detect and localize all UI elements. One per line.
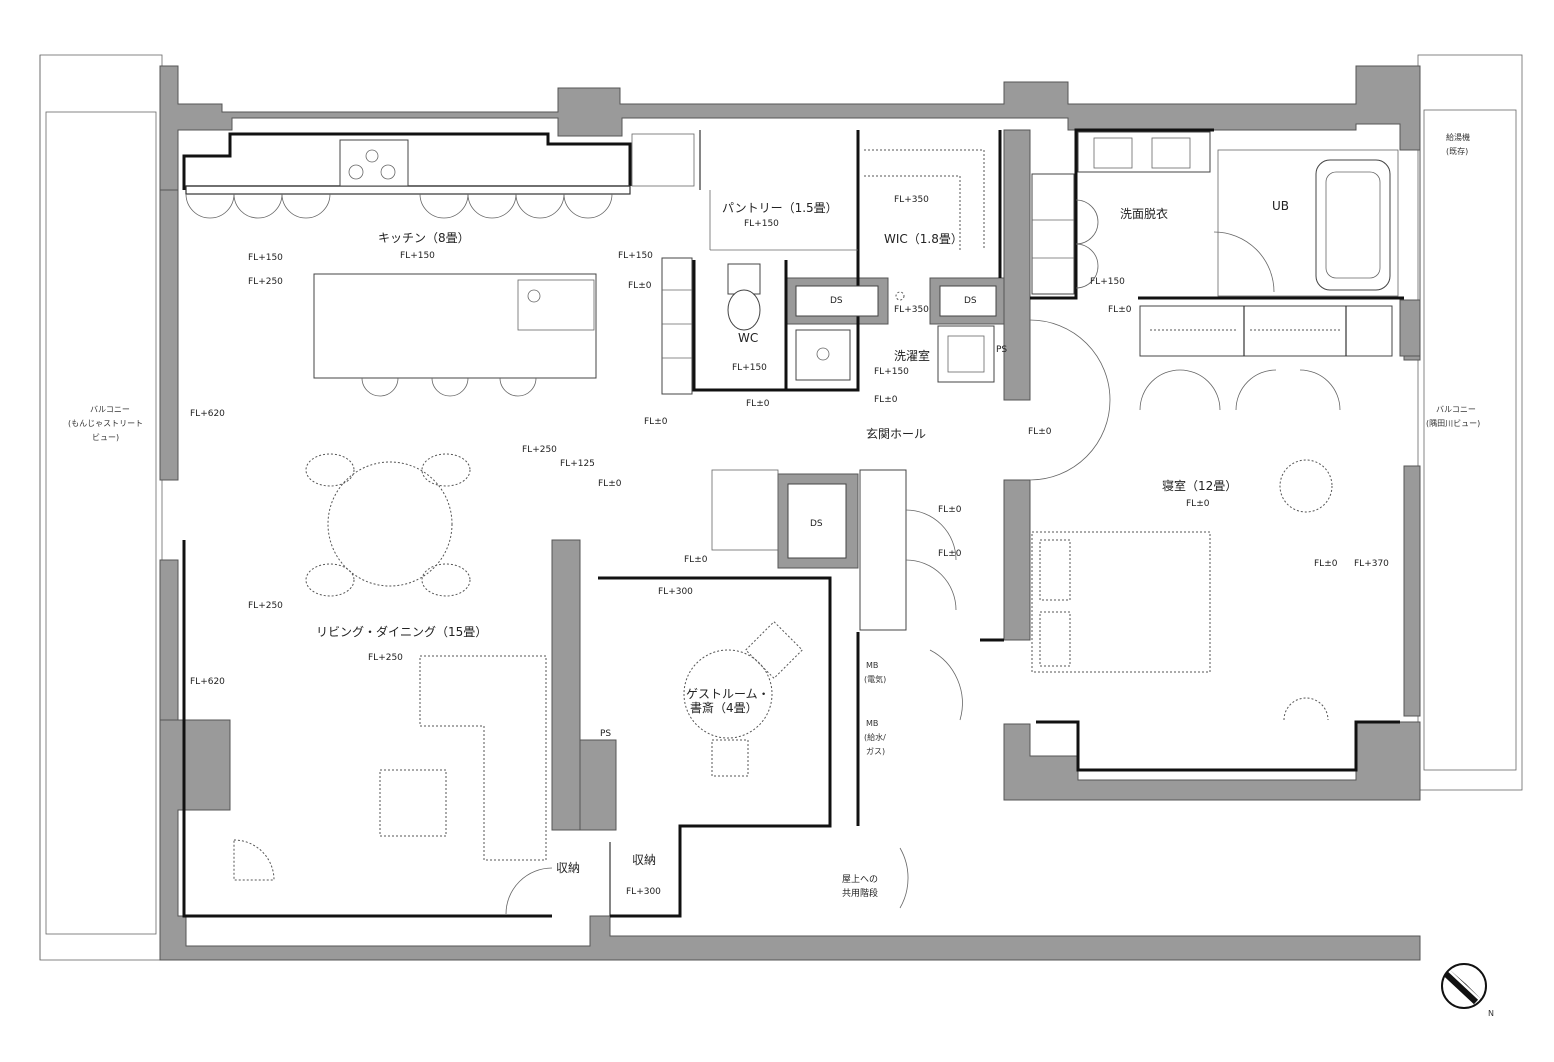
level-fl125: FL+125 bbox=[560, 459, 595, 469]
level-bedroom-right: FL±0 bbox=[1314, 559, 1338, 569]
level-balcony-east: FL+370 bbox=[1354, 559, 1389, 569]
room-label-ub: UB bbox=[1272, 199, 1289, 213]
washroom-fixtures bbox=[1031, 131, 1211, 295]
unit-bath bbox=[1213, 149, 1399, 297]
interior-partitions bbox=[182, 128, 1404, 918]
water-heater-2: (既存) bbox=[1446, 146, 1468, 156]
tag-ps-2: PS bbox=[600, 729, 611, 739]
room-label-wic: WIC（1.8畳） bbox=[884, 232, 963, 246]
tag-ds-1: DS bbox=[830, 296, 843, 306]
balcony-east bbox=[1417, 54, 1523, 791]
entrance-door bbox=[1029, 319, 1111, 481]
misc-doors bbox=[505, 649, 963, 915]
level-hall-right: FL±0 bbox=[1028, 427, 1052, 437]
tag-mb-2a: MB bbox=[866, 719, 878, 728]
room-label-bedroom: 寝室（12畳） bbox=[1162, 478, 1237, 493]
level-closet-a: FL±0 bbox=[938, 505, 962, 515]
living-sofa bbox=[233, 655, 547, 881]
balcony-west bbox=[39, 54, 163, 961]
room-label-entrance-hall: 玄関ホール bbox=[866, 426, 926, 441]
room-label-living: リビング・ダイニング（15畳） bbox=[316, 624, 487, 639]
room-label-guest-1: ゲストルーム・ bbox=[686, 687, 770, 701]
room-label-kitchen: キッチン（8畳） bbox=[378, 231, 470, 245]
kitchen-counter bbox=[185, 139, 631, 379]
balcony-west-1: バルコニー bbox=[90, 405, 130, 414]
level-living-center: FL+250 bbox=[368, 653, 403, 663]
ds-shafts bbox=[787, 285, 997, 559]
level-washroom-door: FL±0 bbox=[1108, 305, 1132, 315]
level-wic-top: FL+350 bbox=[894, 195, 929, 205]
level-washroom-top: FL+150 bbox=[1090, 277, 1125, 287]
level-guest-room: FL+300 bbox=[658, 587, 693, 597]
balcony-west-2: (もんじゃストリート bbox=[68, 419, 143, 428]
wic-rails bbox=[864, 149, 985, 301]
level-laundry: FL+150 bbox=[874, 367, 909, 377]
level-guest-door: FL±0 bbox=[684, 555, 708, 565]
level-wc: FL+150 bbox=[732, 363, 767, 373]
room-label-wc: WC bbox=[738, 331, 758, 345]
level-corridor: FL±0 bbox=[644, 417, 668, 427]
level-pantry-zero: FL±0 bbox=[628, 281, 652, 291]
level-fl620-a: FL+620 bbox=[190, 409, 225, 419]
compass-north-label: N bbox=[1488, 1009, 1494, 1018]
level-wic-bottom: FL+350 bbox=[894, 305, 929, 315]
balcony-east-2: (隅田川ビュー) bbox=[1426, 419, 1480, 428]
level-laundry-door: FL±0 bbox=[874, 395, 898, 405]
level-kitchen-top: FL+150 bbox=[248, 253, 283, 263]
water-heater-1: 給湯機 bbox=[1446, 132, 1470, 142]
room-label-washroom: 洗面脱衣 bbox=[1120, 206, 1168, 221]
tag-ds-2: DS bbox=[964, 296, 977, 306]
laundry-fixtures bbox=[937, 325, 995, 383]
level-storage-2: FL+300 bbox=[626, 887, 661, 897]
guest-room-furniture bbox=[683, 469, 957, 777]
tag-ps-1: PS bbox=[996, 345, 1007, 355]
room-label-storage-1: 収納 bbox=[556, 861, 580, 875]
level-wc-door: FL±0 bbox=[746, 399, 770, 409]
room-label-stairs-1: 屋上への bbox=[842, 874, 878, 885]
tag-ds-3: DS bbox=[810, 519, 823, 529]
pantry-shelves bbox=[631, 130, 858, 395]
balcony-west-3: ビュー) bbox=[92, 433, 119, 442]
level-kitchen-left: FL+150 bbox=[618, 251, 653, 261]
level-living-mid: FL+250 bbox=[248, 601, 283, 611]
kitchen-cabinet-doors bbox=[185, 193, 613, 397]
room-label-guest-2: 書斎（4畳） bbox=[690, 700, 758, 715]
bedroom-closet bbox=[1139, 305, 1393, 411]
bedroom-bed bbox=[1031, 459, 1333, 721]
dining-set bbox=[305, 453, 471, 597]
level-living-top: FL+250 bbox=[248, 277, 283, 287]
level-closet-b: FL±0 bbox=[938, 549, 962, 559]
tag-mb-2c: ガス) bbox=[866, 746, 885, 756]
level-pantry: FL+150 bbox=[744, 219, 779, 229]
room-label-laundry: 洗濯室 bbox=[894, 348, 930, 363]
room-label-pantry: パントリー（1.5畳） bbox=[722, 201, 838, 215]
level-kitchen-edge: FL+250 bbox=[522, 445, 557, 455]
level-hall-zero: FL±0 bbox=[598, 479, 622, 489]
room-label-stairs-2: 共用階段 bbox=[842, 887, 878, 899]
tag-mb-2b: (給水/ bbox=[864, 732, 886, 742]
wc-fixtures bbox=[727, 263, 851, 381]
tag-mb-1a: MB bbox=[866, 661, 878, 670]
tag-mb-1b: (電気) bbox=[864, 674, 886, 684]
level-kitchen-center: FL+150 bbox=[400, 251, 435, 261]
level-fl620-b: FL+620 bbox=[190, 677, 225, 687]
level-bedroom: FL±0 bbox=[1186, 499, 1210, 509]
room-label-storage-2: 収納 bbox=[632, 853, 656, 867]
north-compass: N bbox=[1441, 963, 1494, 1018]
balcony-east-1: バルコニー bbox=[1436, 405, 1476, 414]
